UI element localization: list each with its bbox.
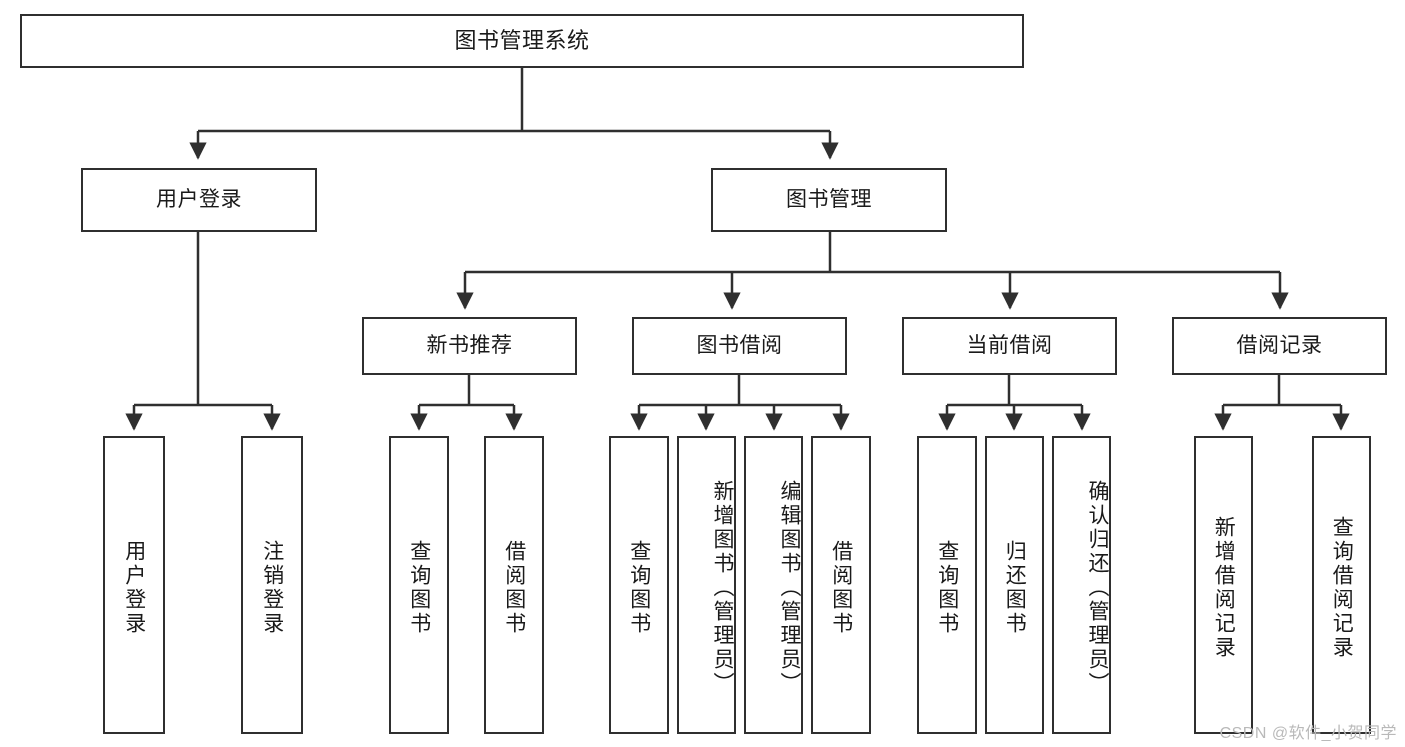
- leaf-borrow-book-2[interactable]: 借阅图书: [811, 436, 871, 734]
- leaf-borrow-book-1-label: 借阅图书: [502, 540, 526, 636]
- leaf-return-book-label: 归还图书: [1003, 540, 1027, 636]
- node-root[interactable]: 图书管理系统: [20, 14, 1024, 68]
- leaf-query-record-label: 查询借阅记录: [1330, 516, 1354, 660]
- node-new-book-rec[interactable]: 新书推荐: [362, 317, 577, 375]
- node-root-label: 图书管理系统: [454, 27, 590, 53]
- leaf-confirm-return[interactable]: 确认归还（管理员）: [1052, 436, 1111, 734]
- leaf-return-book[interactable]: 归还图书: [985, 436, 1044, 734]
- leaf-borrow-book-2-label: 借阅图书: [829, 540, 853, 636]
- leaf-add-book[interactable]: 新增图书（管理员）: [677, 436, 736, 734]
- node-book-manage[interactable]: 图书管理: [711, 168, 947, 232]
- node-user-login[interactable]: 用户登录: [81, 168, 317, 232]
- leaf-user-login-label: 用户登录: [122, 540, 146, 636]
- watermark: CSDN @软件_小贺同学: [1219, 725, 1397, 742]
- leaf-query-book-3-label: 查询图书: [935, 540, 959, 636]
- leaf-add-book-label: 新增图书（管理员）: [711, 480, 734, 696]
- leaf-edit-book[interactable]: 编辑图书（管理员）: [744, 436, 803, 734]
- leaf-user-logout-label: 注销登录: [260, 540, 284, 636]
- node-borrow-record-label: 借阅记录: [1236, 334, 1323, 358]
- node-book-borrow-label: 图书借阅: [696, 334, 783, 358]
- leaf-user-login[interactable]: 用户登录: [103, 436, 165, 734]
- leaf-add-record[interactable]: 新增借阅记录: [1194, 436, 1253, 734]
- leaf-confirm-return-label: 确认归还（管理员）: [1086, 480, 1109, 696]
- leaf-add-record-label: 新增借阅记录: [1212, 516, 1236, 660]
- node-new-book-rec-label: 新书推荐: [426, 334, 513, 358]
- node-book-manage-label: 图书管理: [786, 188, 872, 212]
- node-current-borrow[interactable]: 当前借阅: [902, 317, 1117, 375]
- leaf-query-book-1-label: 查询图书: [407, 540, 431, 636]
- leaf-query-book-1[interactable]: 查询图书: [389, 436, 449, 734]
- leaf-query-book-2-label: 查询图书: [627, 540, 651, 636]
- leaf-user-logout[interactable]: 注销登录: [241, 436, 303, 734]
- node-user-login-label: 用户登录: [156, 188, 242, 212]
- leaf-borrow-book-1[interactable]: 借阅图书: [484, 436, 544, 734]
- leaf-edit-book-label: 编辑图书（管理员）: [778, 480, 801, 696]
- leaf-query-record[interactable]: 查询借阅记录: [1312, 436, 1371, 734]
- node-book-borrow[interactable]: 图书借阅: [632, 317, 847, 375]
- node-borrow-record[interactable]: 借阅记录: [1172, 317, 1387, 375]
- node-current-borrow-label: 当前借阅: [966, 334, 1053, 358]
- leaf-query-book-2[interactable]: 查询图书: [609, 436, 669, 734]
- leaf-query-book-3[interactable]: 查询图书: [917, 436, 977, 734]
